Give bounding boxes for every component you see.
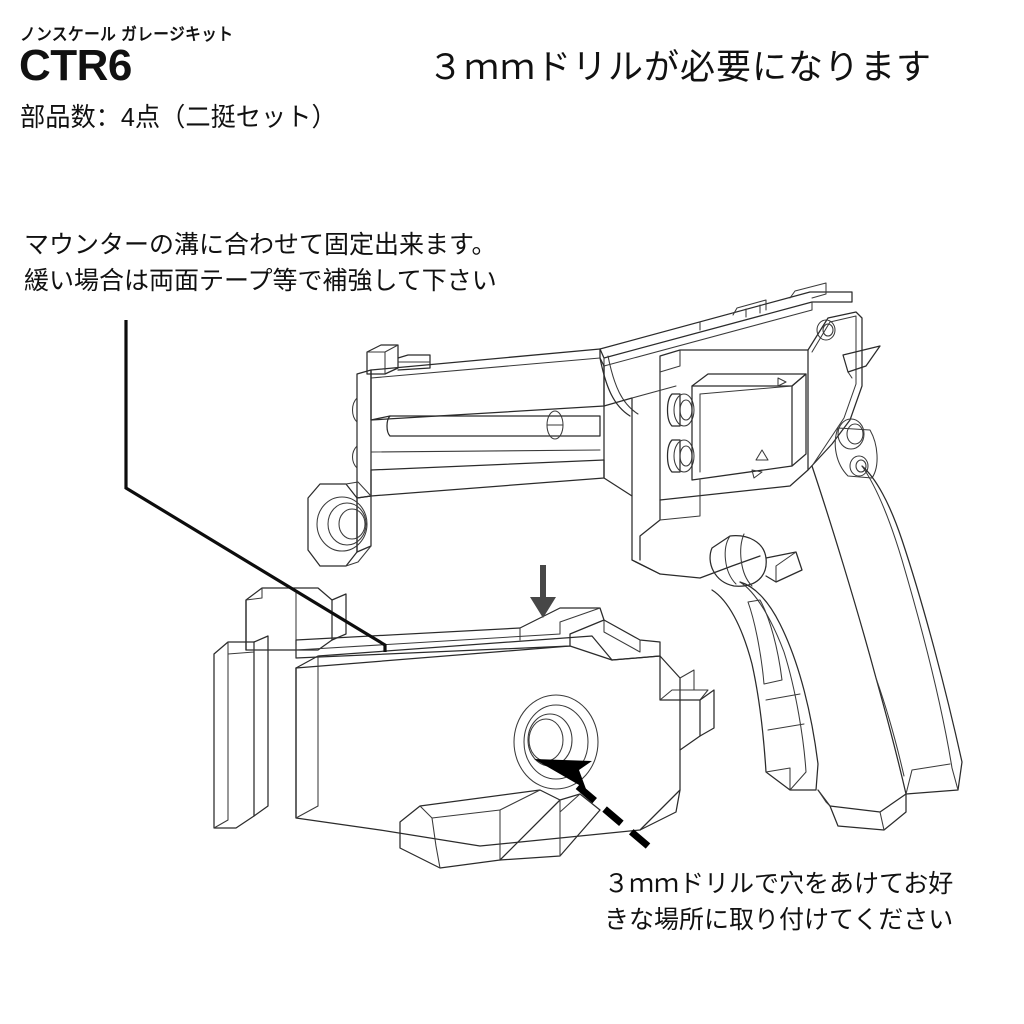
mount-groove-leader [124,320,387,652]
revolver-part [307,282,963,831]
assembly-down-arrow [530,565,556,618]
kit-type-label: ノンスケール ガレージキット [20,25,234,44]
drill-notice-text: ３ｍｍドリルが必要になります [428,48,933,87]
mount-note-text: マウンターの溝に合わせて固定出来ます。 緩い場合は両面テープ等で補強して下さい [24,231,497,295]
mount-part [213,587,715,869]
drill-hole-pointer [534,759,651,849]
part-count-label: 部品数：4点（二挺セット） [20,102,337,132]
product-code-title: CTR6 [19,41,132,90]
drill-caption-text: ３ｍｍドリルで穴をあけてお好 きな場所に取り付けてください [604,870,954,935]
